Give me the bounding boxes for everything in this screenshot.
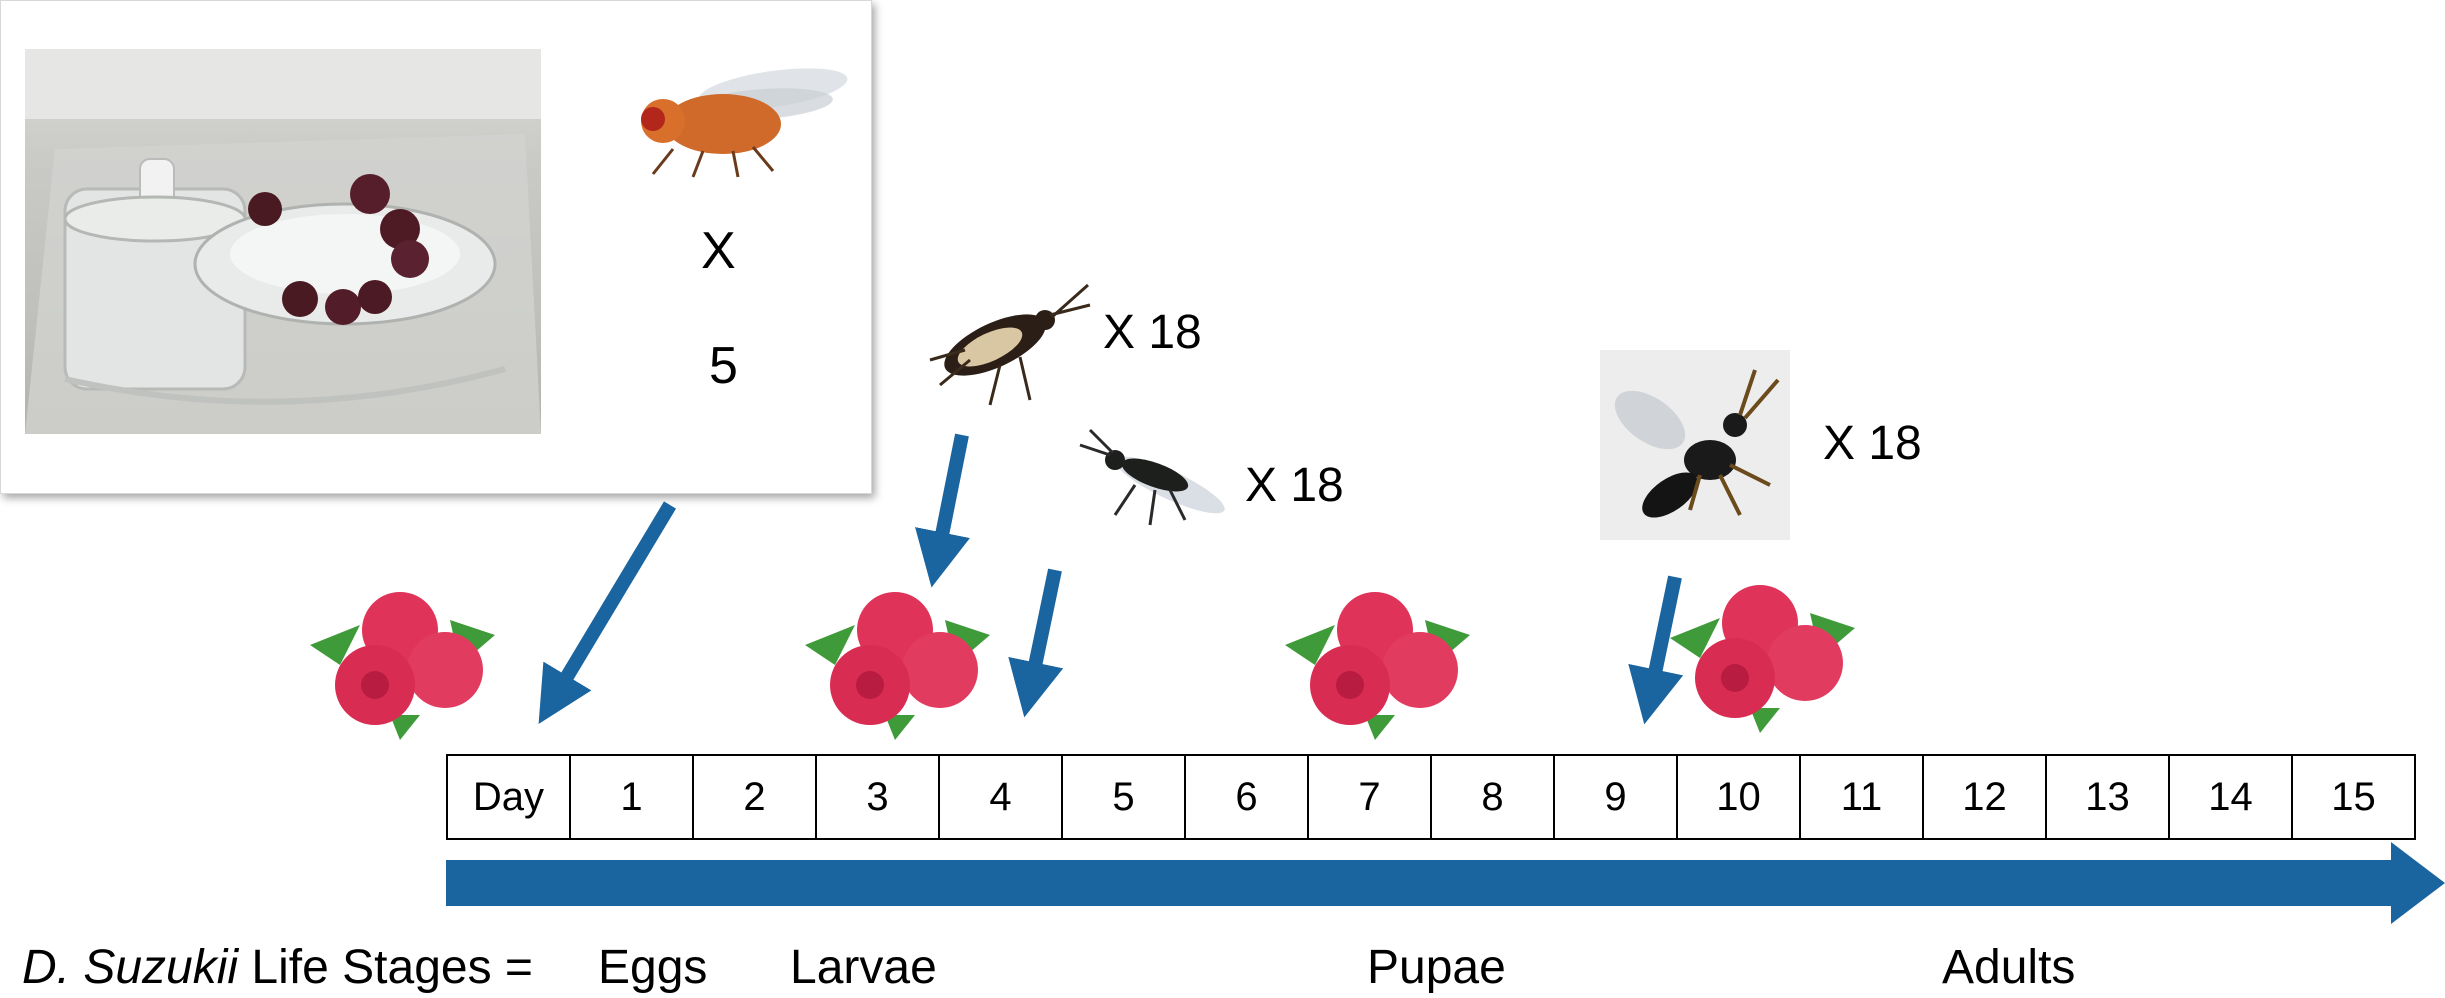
timeline-cell: 14	[2168, 754, 2293, 840]
timeline-arrow-shaft	[446, 860, 2391, 906]
timeline-cell: 15	[2291, 754, 2416, 840]
fly-multiplier-symbol: X	[701, 222, 736, 280]
setup-inset-panel: X 5	[0, 0, 872, 494]
timeline-cell: 10	[1676, 754, 1801, 840]
predator-bug-icon	[929, 283, 1091, 406]
life-stages-suffix: Life Stages =	[251, 941, 533, 994]
release-arrow	[1628, 575, 1684, 725]
raspberry-icon	[1285, 592, 1470, 740]
cage-photo	[25, 49, 541, 434]
stage-larvae: Larvae	[790, 941, 937, 994]
timeline-cell: 2	[692, 754, 817, 840]
fly-count: 5	[709, 337, 738, 395]
timeline-cell: 13	[2045, 754, 2170, 840]
timeline-row: Day 1 2 3 4 5 6 7 8 9 10 11 12 13 14 15	[446, 754, 2416, 840]
raspberry-icon	[310, 592, 495, 740]
raspberry-icon	[1670, 585, 1855, 733]
release-arrow	[915, 433, 970, 588]
stage-pupae: Pupae	[1367, 941, 1506, 994]
stage-eggs: Eggs	[598, 941, 708, 994]
timeline-cell: Day	[446, 754, 571, 840]
predator-bug-count: X 18	[1103, 306, 1202, 359]
timeline-cell: 6	[1184, 754, 1309, 840]
timeline-cell: 11	[1799, 754, 1924, 840]
large-wasp-count: X 18	[1823, 417, 1922, 470]
small-wasp-icon	[1079, 428, 1225, 526]
raspberry-icon	[805, 592, 990, 740]
release-arrow	[1008, 568, 1064, 718]
timeline-cell: 12	[1922, 754, 2047, 840]
large-wasp-icon	[1600, 350, 1790, 540]
drosophila-fly-icon	[641, 68, 848, 178]
day-timeline: Day 1 2 3 4 5 6 7 8 9 10 11 12 13 14 15	[446, 754, 2416, 840]
timeline-arrow-head	[2391, 842, 2445, 924]
small-wasp-count: X 18	[1245, 459, 1344, 512]
timeline-cell: 8	[1430, 754, 1555, 840]
timeline-cell: 3	[815, 754, 940, 840]
life-stages-caption: D. Suzukii Life Stages =	[22, 940, 533, 995]
timeline-cell: 1	[569, 754, 694, 840]
timeline-cell: 7	[1307, 754, 1432, 840]
timeline-cell: 5	[1061, 754, 1186, 840]
species-name: D. Suzukii	[22, 941, 239, 994]
timeline-cell: 9	[1553, 754, 1678, 840]
stage-adults: Adults	[1942, 941, 2076, 994]
release-arrow	[538, 501, 677, 725]
timeline-cell: 4	[938, 754, 1063, 840]
cage-photo-drawing	[25, 49, 541, 434]
